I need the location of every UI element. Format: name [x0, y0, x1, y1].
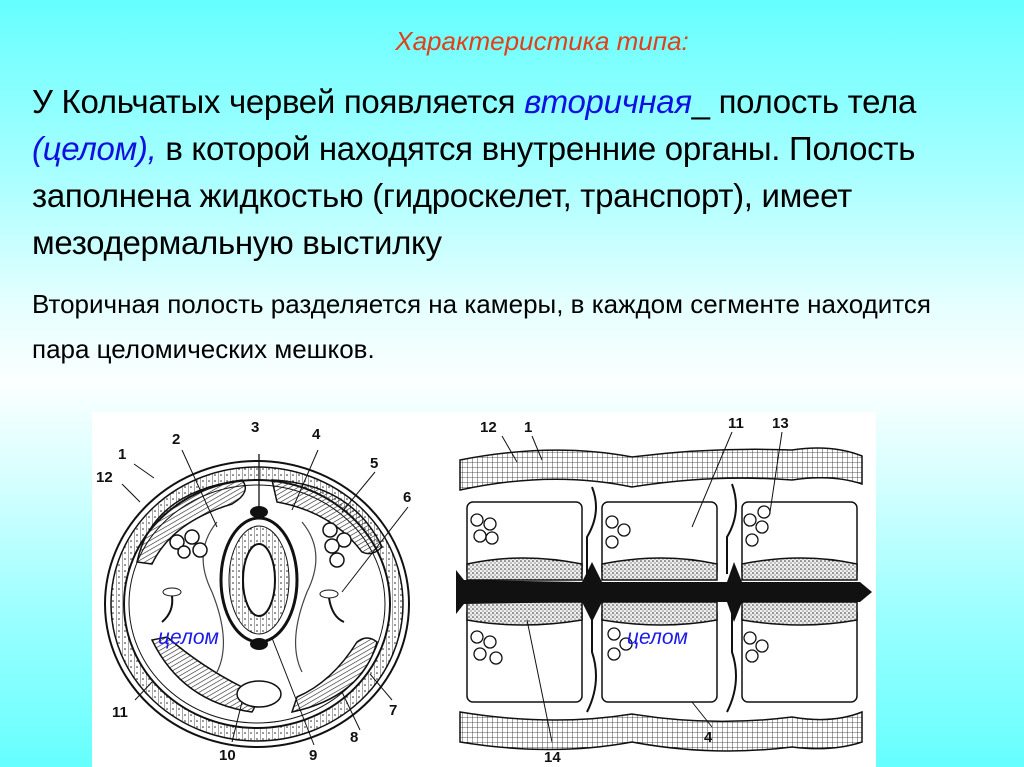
- svg-text:13: 13: [772, 415, 789, 432]
- slide-title: Характеристика типа:: [395, 26, 689, 56]
- main-text-3: в которой находятся внутренние органы. П…: [32, 130, 916, 261]
- svg-text:9: 9: [309, 747, 317, 764]
- svg-text:4: 4: [704, 729, 713, 746]
- svg-text:12: 12: [96, 469, 113, 486]
- svg-text:6: 6: [403, 489, 411, 506]
- highlight-coelom: (целом),: [32, 130, 157, 167]
- svg-text:3: 3: [251, 419, 259, 436]
- coelom-label-left: целом: [158, 626, 219, 649]
- longitudinal-section-diagram: 12 1 11 13 14 4 целом: [456, 415, 872, 766]
- svg-text:4: 4: [312, 426, 321, 443]
- main-text-1: У Кольчатых червей появляется: [32, 83, 525, 120]
- cross-section-diagram: 1 2 3 4 5 6 7 8 9 10 11 12 целом: [96, 419, 411, 764]
- svg-text:11: 11: [728, 415, 744, 432]
- main-paragraph: У Кольчатых червей появляется вторичная_…: [32, 78, 1012, 266]
- main-text-2: _ полость тела: [691, 83, 917, 120]
- svg-text:5: 5: [370, 455, 378, 472]
- svg-text:8: 8: [350, 729, 358, 746]
- svg-text:1: 1: [524, 419, 532, 436]
- figure-panel: 1 2 3 4 5 6 7 8 9 10 11 12 целом: [92, 412, 876, 767]
- coelom-label-right: целом: [627, 626, 688, 649]
- svg-text:7: 7: [389, 702, 397, 719]
- svg-text:14: 14: [544, 749, 561, 766]
- svg-text:12: 12: [480, 419, 497, 436]
- svg-text:1: 1: [118, 446, 126, 463]
- svg-text:10: 10: [219, 747, 236, 764]
- sub-paragraph: Вторичная полость разделяется на камеры,…: [32, 289, 931, 364]
- highlight-secondary: вторичная: [524, 83, 692, 120]
- svg-text:2: 2: [172, 431, 180, 448]
- svg-text:11: 11: [112, 704, 128, 721]
